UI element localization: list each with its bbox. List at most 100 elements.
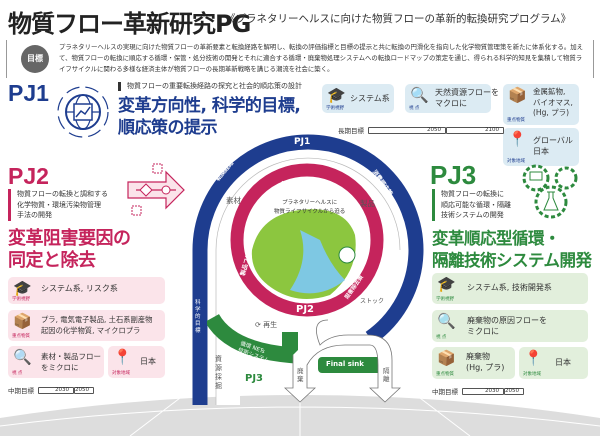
magnifier-icon: 🔍 [437, 312, 456, 330]
materials-label: 素材 [226, 196, 241, 205]
card-caption: 視 点 [12, 371, 23, 376]
map-pin-icon: 📍 [508, 130, 527, 148]
pj2-timeline: 中期目標 2030 2050 [8, 385, 94, 395]
box-icon: 📦 [508, 86, 527, 104]
card-text: 日本 [140, 357, 156, 366]
pj3-card-substance: 📦 重点物質 廃棄物 (Hg, プラ) [432, 347, 515, 379]
product-label: 製品 [360, 199, 375, 208]
center-caption: プラネタリーヘルスに 物質ライフサイクルから迫る [274, 199, 345, 217]
map-pin-icon: 📍 [524, 349, 543, 367]
timeline-mark: 2050 [368, 126, 446, 134]
desc-line: 技術システムの開発 [441, 211, 504, 219]
card-text: 天然資源フローを マクロに [435, 88, 499, 108]
desc-line: 化学物質・環境汚染物管理 [17, 200, 101, 209]
timeline-mark: 2050 [504, 387, 524, 395]
graduation-cap-icon: 🎓 [13, 279, 32, 297]
box-icon: 📦 [13, 312, 32, 330]
pj1-card-viewpoint: 🔍 視 点 天然資源フローを マクロに [405, 84, 499, 113]
desc-line: 手法の開発 [17, 211, 52, 219]
pj1-desc: 物質フローの重要転換経路の探究と社会的順応策の設計 [118, 82, 302, 91]
pj3-headline-line1: 変革順応型循環・ [432, 229, 560, 248]
pj1-headline-line1: 変革方向性, 科学的目標, [118, 96, 301, 116]
card-text: 廃棄物の原因フローを ミクロに [467, 316, 547, 336]
graduation-cap-icon: 🎓 [437, 275, 456, 293]
card-text: システム系, 技術開発系 [467, 283, 552, 292]
final-sink-label: Final sink [326, 360, 364, 368]
timeline-label: 中期目標 [432, 388, 458, 396]
pj3-headline: 変革順応型循環・ 隔離技術システム開発 [432, 228, 592, 272]
pj1-card-region: 📍 対象地域 グローバル 日本 [503, 128, 579, 166]
card-text: 素材・製品フロー をミクロに [41, 352, 101, 372]
pj2-label: PJ2 [8, 163, 49, 189]
disposal-label: 廃棄 [297, 367, 304, 383]
pj2-card-viewpoint: 🔍 視 点 素材・製品フロー をミクロに [8, 346, 104, 378]
goal-badge: 目標 [21, 45, 49, 73]
card-caption: 学術視野 [12, 297, 30, 302]
card-caption: 重点物質 [436, 372, 454, 377]
pj1-ring-label: PJ1 [294, 137, 311, 147]
goal-text: プラネタリーヘルスの実現に向けた物質フローの革新要素と転換経路を解明し、転換の評… [59, 43, 584, 73]
timeline-mark: 2050 [74, 386, 94, 394]
mining-label: 資源採掘 [215, 355, 222, 390]
pj1-card-field: 🎓 学術視野 システム系 [322, 84, 394, 113]
flow-arrow-icon [127, 163, 185, 216]
desc-line: 順応可能な循環・隔離 [441, 200, 511, 209]
desc-line: 物質フローの転換に [441, 190, 504, 198]
pj1-label: PJ1 [8, 80, 49, 106]
desc-line: 物質フローの転換と調和する [17, 190, 108, 198]
card-caption: 重点物質 [507, 118, 525, 123]
pj3-card-region: 📍 対象地域 日本 [519, 347, 588, 379]
pj3-card-field: 🎓 学術視野 システム系, 技術開発系 [432, 273, 588, 304]
pj3-headline-line2: 隔離技術システム開発 [432, 251, 592, 270]
science-goal-label: 科学的目標 [195, 300, 201, 334]
pj2-ring [230, 163, 384, 317]
goal-section: 目標 プラネタリーヘルスの実現に向けた物質フローの革新要素と転換経路を解明し、転… [6, 40, 594, 78]
center-caption-line: 物質ライフサイクルから迫る [274, 209, 346, 215]
graduation-cap-icon: 🎓 [327, 86, 346, 104]
recycle-icon: ⟳ [255, 321, 264, 329]
inner-top-label: 化学物質リスク [280, 181, 329, 189]
card-caption: 対象地域 [507, 159, 525, 164]
pj3-desc: 物質フローの転換に 順応可能な循環・隔離 技術システムの開発 [432, 189, 511, 221]
pj1-card-substance: 📦 重点物質 金属鉱物, バイオマス, (Hg, プラ) [503, 84, 579, 125]
pj2-ring-label: PJ2 [296, 304, 315, 315]
pj1-headline: 変革方向性, 科学的目標, 順応策の提示 [118, 95, 301, 139]
pj2-headline-line1: 変革阻害要因の [8, 228, 131, 249]
card-text: システム系, リスク系 [41, 284, 118, 293]
pj3-timeline: 中期目標 2030 2050 [432, 386, 524, 396]
timeline-mark: 2030 [462, 387, 504, 395]
card-text: システム系 [350, 94, 390, 103]
card-text: 廃棄物 (Hg, プラ) [466, 352, 505, 372]
box-icon: 📦 [437, 349, 456, 367]
gear-flask-icon [522, 164, 578, 219]
card-text: 日本 [555, 358, 571, 367]
card-caption: 重点物質 [12, 334, 30, 339]
map-pin-icon: 📍 [113, 348, 132, 366]
pj3-band [205, 313, 298, 364]
pj1-timeline: 長期目標 2050 2100 [338, 125, 504, 135]
science-goal-bar [193, 250, 207, 405]
magnifier-icon: 🔍 [410, 86, 429, 104]
final-sink-band [318, 357, 383, 373]
card-caption: 対象地域 [112, 371, 130, 376]
pj3-card-viewpoint: 🔍 視 点 廃棄物の原因フローを ミクロに [432, 310, 588, 342]
page-subtitle: 《プラネタリーヘルスに向けた物質フローの革新的転換研究プログラム》 [225, 13, 572, 25]
card-caption: 学術視野 [326, 106, 344, 111]
card-text: グローバル 日本 [533, 136, 573, 156]
card-caption: 視 点 [409, 106, 420, 111]
timeline-label: 長期目標 [338, 127, 364, 135]
isolation-label: 隔離 [383, 367, 390, 383]
recycle-text: 再生 [263, 321, 278, 329]
card-text: 金属鉱物, バイオマス, (Hg, プラ) [533, 87, 573, 117]
globe-chart-icon [57, 86, 109, 138]
timeline-mark: 2100 [446, 126, 504, 134]
center-caption-line: プラネタリーヘルスに [282, 200, 338, 206]
page-title: 物質フロー革新研究PG [8, 10, 251, 38]
timeline-label: 中期目標 [8, 387, 34, 395]
card-caption: 学術視野 [436, 297, 454, 302]
pj2-desc: 物質フローの転換と調和する 化学物質・環境汚染物管理 手法の開発 [8, 189, 108, 221]
stock-label: ストック [360, 298, 385, 305]
pj2-headline-line2: 同定と除去 [8, 250, 96, 271]
pj2-card-substance: 📦 重点物質 プラ, 電気電子製品, 土石系副産物 起因の化学物質, マイクロプ… [8, 310, 165, 341]
